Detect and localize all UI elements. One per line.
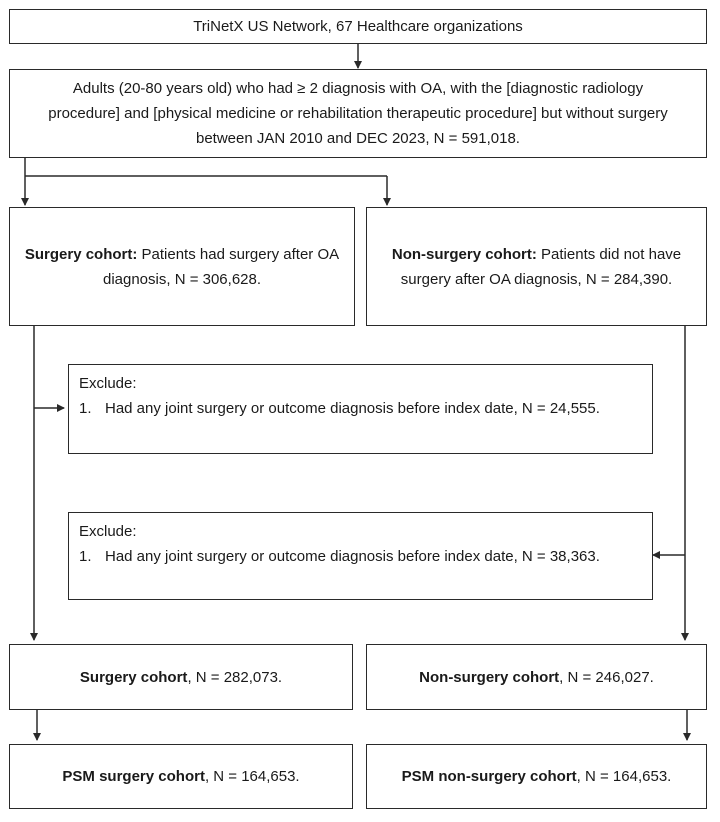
exclude-nonsurgery-item: 1. Had any joint surgery or outcome diag… [79, 544, 642, 569]
psm-nonsurgery-box: PSM non-surgery cohort, N = 164,653. [366, 744, 707, 809]
psm-surgery-box: PSM surgery cohort, N = 164,653. [9, 744, 353, 809]
population-box: Adults (20-80 years old) who had ≥ 2 dia… [9, 69, 707, 158]
surgery-final-description: Surgery cohort, N = 282,073. [80, 665, 282, 690]
psm-surgery-label: PSM surgery cohort [62, 768, 205, 785]
surgery-cohort-label: Surgery cohort: [24, 245, 138, 263]
exclude-surgery-item: 1. Had any joint surgery or outcome diag… [79, 396, 642, 421]
surgery-final-text: , N = 282,073. [187, 668, 283, 686]
exclude-nonsurgery-item-number: 1. [79, 548, 92, 565]
exclude-nonsurgery-item-text: Had any joint surgery or outcome diagnos… [105, 548, 600, 565]
psm-nonsurgery-description: PSM non-surgery cohort, N = 164,653. [402, 764, 672, 789]
network-box: TriNetX US Network, 67 Healthcare organi… [9, 9, 707, 44]
exclude-nonsurgery-title: Exclude: [79, 523, 137, 540]
network-text: TriNetX US Network, 67 Healthcare organi… [193, 18, 523, 35]
surgery-cohort-description: Surgery cohort: Patients had surgery aft… [22, 242, 342, 292]
nonsurgery-final-text: , N = 246,027. [559, 668, 654, 686]
nonsurgery-cohort-label: Non-surgery cohort: [391, 245, 537, 263]
nonsurgery-cohort-text: Patients did not have surgery after OA d… [400, 245, 682, 288]
surgery-cohort-box: Surgery cohort: Patients had surgery aft… [9, 207, 355, 326]
surgery-final-box: Surgery cohort, N = 282,073. [9, 644, 353, 710]
exclude-surgery-box: Exclude: 1. Had any joint surgery or out… [68, 364, 653, 454]
nonsurgery-final-box: Non-surgery cohort, N = 246,027. [366, 644, 707, 710]
surgery-cohort-text: Patients had surgery after OA diagnosis,… [102, 245, 340, 288]
nonsurgery-cohort-description: Non-surgery cohort: Patients did not hav… [377, 242, 696, 292]
exclude-surgery-item-number: 1. [79, 400, 92, 417]
psm-nonsurgery-text: , N = 164,653. [576, 768, 672, 785]
nonsurgery-cohort-box: Non-surgery cohort: Patients did not hav… [366, 207, 707, 326]
surgery-final-label: Surgery cohort [79, 668, 188, 686]
population-text: Adults (20-80 years old) who had ≥ 2 dia… [48, 80, 668, 147]
psm-surgery-description: PSM surgery cohort, N = 164,653. [62, 764, 299, 789]
psm-surgery-text: , N = 164,653. [204, 768, 300, 785]
exclude-surgery-item-text: Had any joint surgery or outcome diagnos… [105, 400, 600, 417]
nonsurgery-final-description: Non-surgery cohort, N = 246,027. [419, 665, 654, 690]
nonsurgery-final-label: Non-surgery cohort [419, 668, 560, 686]
exclude-surgery-title: Exclude: [79, 375, 137, 392]
exclude-nonsurgery-box: Exclude: 1. Had any joint surgery or out… [68, 512, 653, 600]
psm-nonsurgery-label: PSM non-surgery cohort [401, 768, 577, 785]
